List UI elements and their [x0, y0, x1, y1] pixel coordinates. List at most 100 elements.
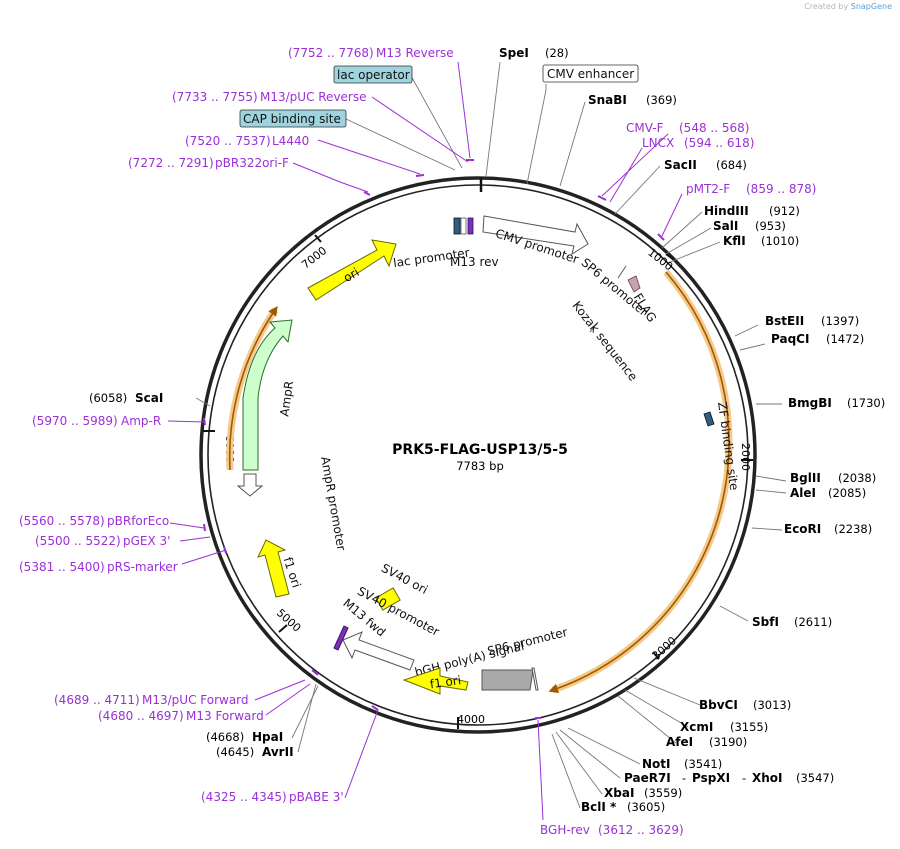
sv40-promoter-feature — [342, 631, 415, 671]
zf-binding-site-feature — [703, 411, 715, 427]
site-name-xcmi: XcmI — [680, 720, 713, 734]
kozak-feature — [589, 321, 599, 333]
site-name-paer7i: PaeR7I — [624, 771, 671, 785]
tick-label-1000: 1000 — [645, 246, 675, 273]
cmv-promoter-feature — [482, 215, 589, 256]
site-pos-afei: (3190) — [709, 735, 747, 749]
primer-range-l4440: (7520 .. 7537) — [185, 134, 271, 148]
primer-name-cmv-f: CMV-F — [626, 121, 664, 135]
ampr-label: AmpR — [277, 380, 296, 417]
sv40-ori-feature — [375, 587, 401, 611]
m13-fwd-feature — [333, 625, 349, 651]
cap-binding-site-label: CAP binding site — [243, 112, 341, 126]
lac-operator-box — [333, 65, 413, 84]
site-pos-bmgbi: (1730) — [847, 396, 885, 410]
restriction-site-labels: SpeI (28) SnaBI (369) SacII (684) HindII… — [89, 46, 885, 814]
site-leader-lines — [195, 61, 787, 809]
tick-marks — [203, 234, 753, 729]
insert-highlight-arc — [551, 269, 733, 694]
ampr-promoter-feature — [236, 473, 264, 497]
site-name-spei: SpeI — [499, 46, 529, 60]
site-name-bmgbi: BmgBI — [788, 396, 832, 410]
sp6-promoter-top-feature — [617, 265, 627, 279]
site-pos-bcli: (3605) — [627, 800, 665, 814]
primer-range-m13puc-reverse: (7733 .. 7755) — [172, 90, 258, 104]
primer-range-m13-reverse: (7752 .. 7768) — [288, 46, 374, 60]
flag-feature — [627, 275, 641, 293]
m13-rev-feature — [467, 217, 474, 235]
svg-text:-: - — [742, 771, 746, 785]
primer-range-prs-marker: (5381 .. 5400) — [19, 560, 105, 574]
primer-range-lncx: (594 .. 618) — [684, 136, 754, 150]
site-pos-xhoi: (3547) — [796, 771, 834, 785]
primer-name-pbr322ori: pBR322ori-F — [215, 156, 289, 170]
site-pos-snabi: (369) — [646, 93, 677, 107]
svg-text:-: - — [682, 771, 686, 785]
primer-leader-lines — [167, 61, 683, 821]
primer-range-pgex3: (5500 .. 5522) — [35, 534, 121, 548]
site-name-sali: SalI — [713, 219, 738, 233]
site-name-bbvci: BbvCI — [699, 698, 738, 712]
primer-labels: (7752 .. 7768) M13 Reverse (7733 .. 7755… — [19, 46, 816, 837]
site-pos-spei: (28) — [545, 46, 569, 60]
site-name-sacii: SacII — [664, 158, 697, 172]
bgh-polya-feature — [481, 669, 534, 691]
site-pos-bglii: (2038) — [838, 471, 876, 485]
snapgene-credit: Created by SnapGene — [804, 2, 892, 11]
primer-name-amp-r: Amp-R — [121, 414, 161, 428]
site-pos-ecori: (2238) — [834, 522, 872, 536]
site-pos-scai: (6058) — [89, 391, 127, 405]
primer-name-pgex3: pGEX 3' — [123, 534, 170, 548]
site-pos-hpai: (4668) — [206, 730, 244, 744]
primer-name-m13-reverse: M13 Reverse — [376, 46, 454, 60]
snapgene-logo: SnapGene — [850, 2, 892, 11]
primer-name-bgh-rev: BGH-rev — [540, 823, 590, 837]
ampr-promoter-label: AmpR promoter — [318, 455, 348, 551]
ampr-feature — [242, 319, 293, 471]
m13-rev-label: M13 rev — [450, 255, 499, 269]
site-pos-sbfi: (2611) — [794, 615, 832, 629]
site-pos-paqci: (1472) — [826, 332, 864, 346]
cap-binding-site-box — [239, 109, 347, 128]
site-name-afei: AfeI — [666, 735, 693, 749]
ori-feature — [307, 239, 397, 301]
primer-name-prs-marker: pRS-marker — [107, 560, 178, 574]
primer-name-l4440: L4440 — [272, 134, 309, 148]
site-pos-hindiii: (912) — [769, 204, 800, 218]
primer-name-pmt2-f: pMT2-F — [686, 182, 730, 196]
site-pos-alei: (2085) — [828, 486, 866, 500]
site-name-hpai: HpaI — [252, 730, 283, 744]
site-name-snabi: SnaBI — [588, 93, 627, 107]
backbone-outer-ring — [199, 176, 757, 734]
plasmid-length: 7783 bp — [456, 459, 504, 473]
cmv-enhancer-box — [542, 64, 639, 83]
insert-arrow-arc — [548, 271, 730, 693]
site-name-noti: NotI — [642, 757, 671, 771]
site-pos-xbai: (3559) — [644, 786, 682, 800]
site-name-sbfi: SbfI — [752, 615, 779, 629]
sp6-promoter-bottom-label: SP6 promoter — [486, 625, 569, 658]
sp6-promoter-bottom-feature — [531, 667, 539, 691]
site-pos-sali: (953) — [755, 219, 786, 233]
primer-range-bgh-rev: (3612 .. 3629) — [598, 823, 684, 837]
ampr-arrow-arc — [228, 306, 278, 471]
site-name-paqci: PaqCI — [771, 332, 809, 346]
site-pos-bsteii: (1397) — [821, 314, 859, 328]
site-pos-kfli: (1010) — [761, 234, 799, 248]
f1-ori-feature-bottom — [402, 667, 469, 695]
primer-range-m13puc-forward: (4689 .. 4711) — [54, 693, 140, 707]
primer-range-cmv-f: (548 .. 568) — [679, 121, 749, 135]
site-pos-noti: (3541) — [684, 757, 722, 771]
primer-name-m13puc-reverse: M13/pUC Reverse — [260, 90, 367, 104]
kozak-label: Kozak sequence — [570, 299, 641, 384]
cmv-enhancer-label: CMV enhancer — [547, 67, 634, 81]
site-pos-bbvci: (3013) — [753, 698, 791, 712]
primer-name-m13-forward: M13 Forward — [186, 709, 264, 723]
primer-range-pmt2-f: (859 .. 878) — [746, 182, 816, 196]
site-name-avrii: AvrII — [262, 745, 294, 759]
backbone-inner-ring — [207, 184, 749, 726]
site-pos-sacii: (684) — [716, 158, 747, 172]
tick-label-4000: 4000 — [457, 713, 485, 726]
site-name-xhoi: XhoI — [752, 771, 783, 785]
